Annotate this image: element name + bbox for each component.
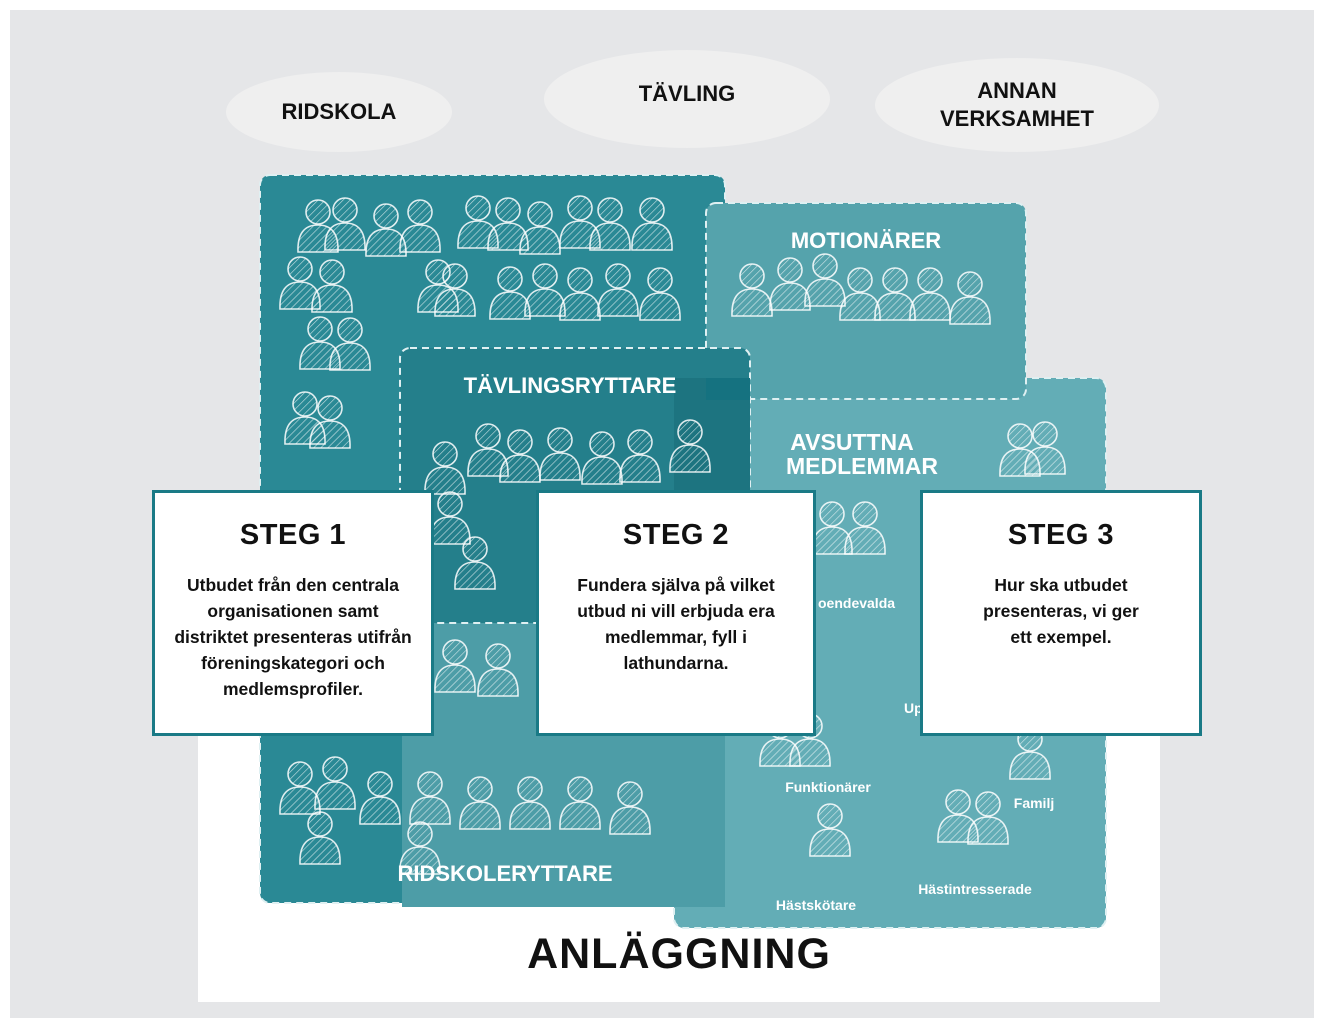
step-2-title: STEG 2 bbox=[622, 519, 730, 551]
activity-tavling: TÄVLING bbox=[544, 50, 830, 148]
activity-tavling-label: TÄVLING bbox=[638, 81, 736, 106]
step-2-text: Fundera själva på vilket utbud ni vill e… bbox=[577, 575, 775, 673]
activity-annan-line1: ANNAN bbox=[977, 78, 1057, 103]
step-3-box: STEG 3 Hur ska utbudet presenteras, vi g… bbox=[920, 490, 1202, 736]
subgroup-familj: Familj bbox=[1014, 795, 1054, 811]
avsuttna-label-line2: MEDLEMMAR bbox=[786, 453, 938, 479]
ridskoleryttare-label: RIDSKOLERYTTARE bbox=[397, 861, 612, 886]
activity-ridskola: RIDSKOLA bbox=[226, 72, 452, 152]
subgroup-funktionarer: Funktionärer bbox=[785, 779, 871, 795]
activity-annan: ANNAN VERKSAMHET bbox=[875, 58, 1159, 152]
step-2-box: STEG 2 Fundera själva på vilket utbud ni… bbox=[536, 490, 816, 736]
step-3-title: STEG 3 bbox=[1007, 519, 1115, 551]
step-1-title: STEG 1 bbox=[239, 519, 347, 551]
step-1-box: STEG 1 Utbudet från den centrala organis… bbox=[152, 490, 434, 736]
subgroup-hastintresserade: Hästintresserade bbox=[918, 881, 1032, 897]
subgroup-fortroendevalda: oendevalda bbox=[818, 595, 895, 611]
motionarer-label: MOTIONÄRER bbox=[791, 228, 941, 253]
tavlingsryttare-label: TÄVLINGSRYTTARE bbox=[464, 373, 677, 398]
facility-label: ANLÄGGNING bbox=[527, 930, 831, 978]
subgroup-up: Up bbox=[904, 700, 923, 716]
overlap-region-2 bbox=[706, 378, 750, 400]
subgroup-hastskotare: Hästskötare bbox=[776, 897, 856, 913]
step-3-text: Hur ska utbudet presenteras, vi ger ett … bbox=[983, 575, 1139, 647]
activity-ridskola-label: RIDSKOLA bbox=[281, 99, 397, 124]
avsuttna-label-line1: AVSUTTNA bbox=[790, 429, 914, 455]
step-1-text: Utbudet från den centrala organisationen… bbox=[174, 575, 412, 699]
activity-annan-line2: VERKSAMHET bbox=[939, 106, 1094, 131]
